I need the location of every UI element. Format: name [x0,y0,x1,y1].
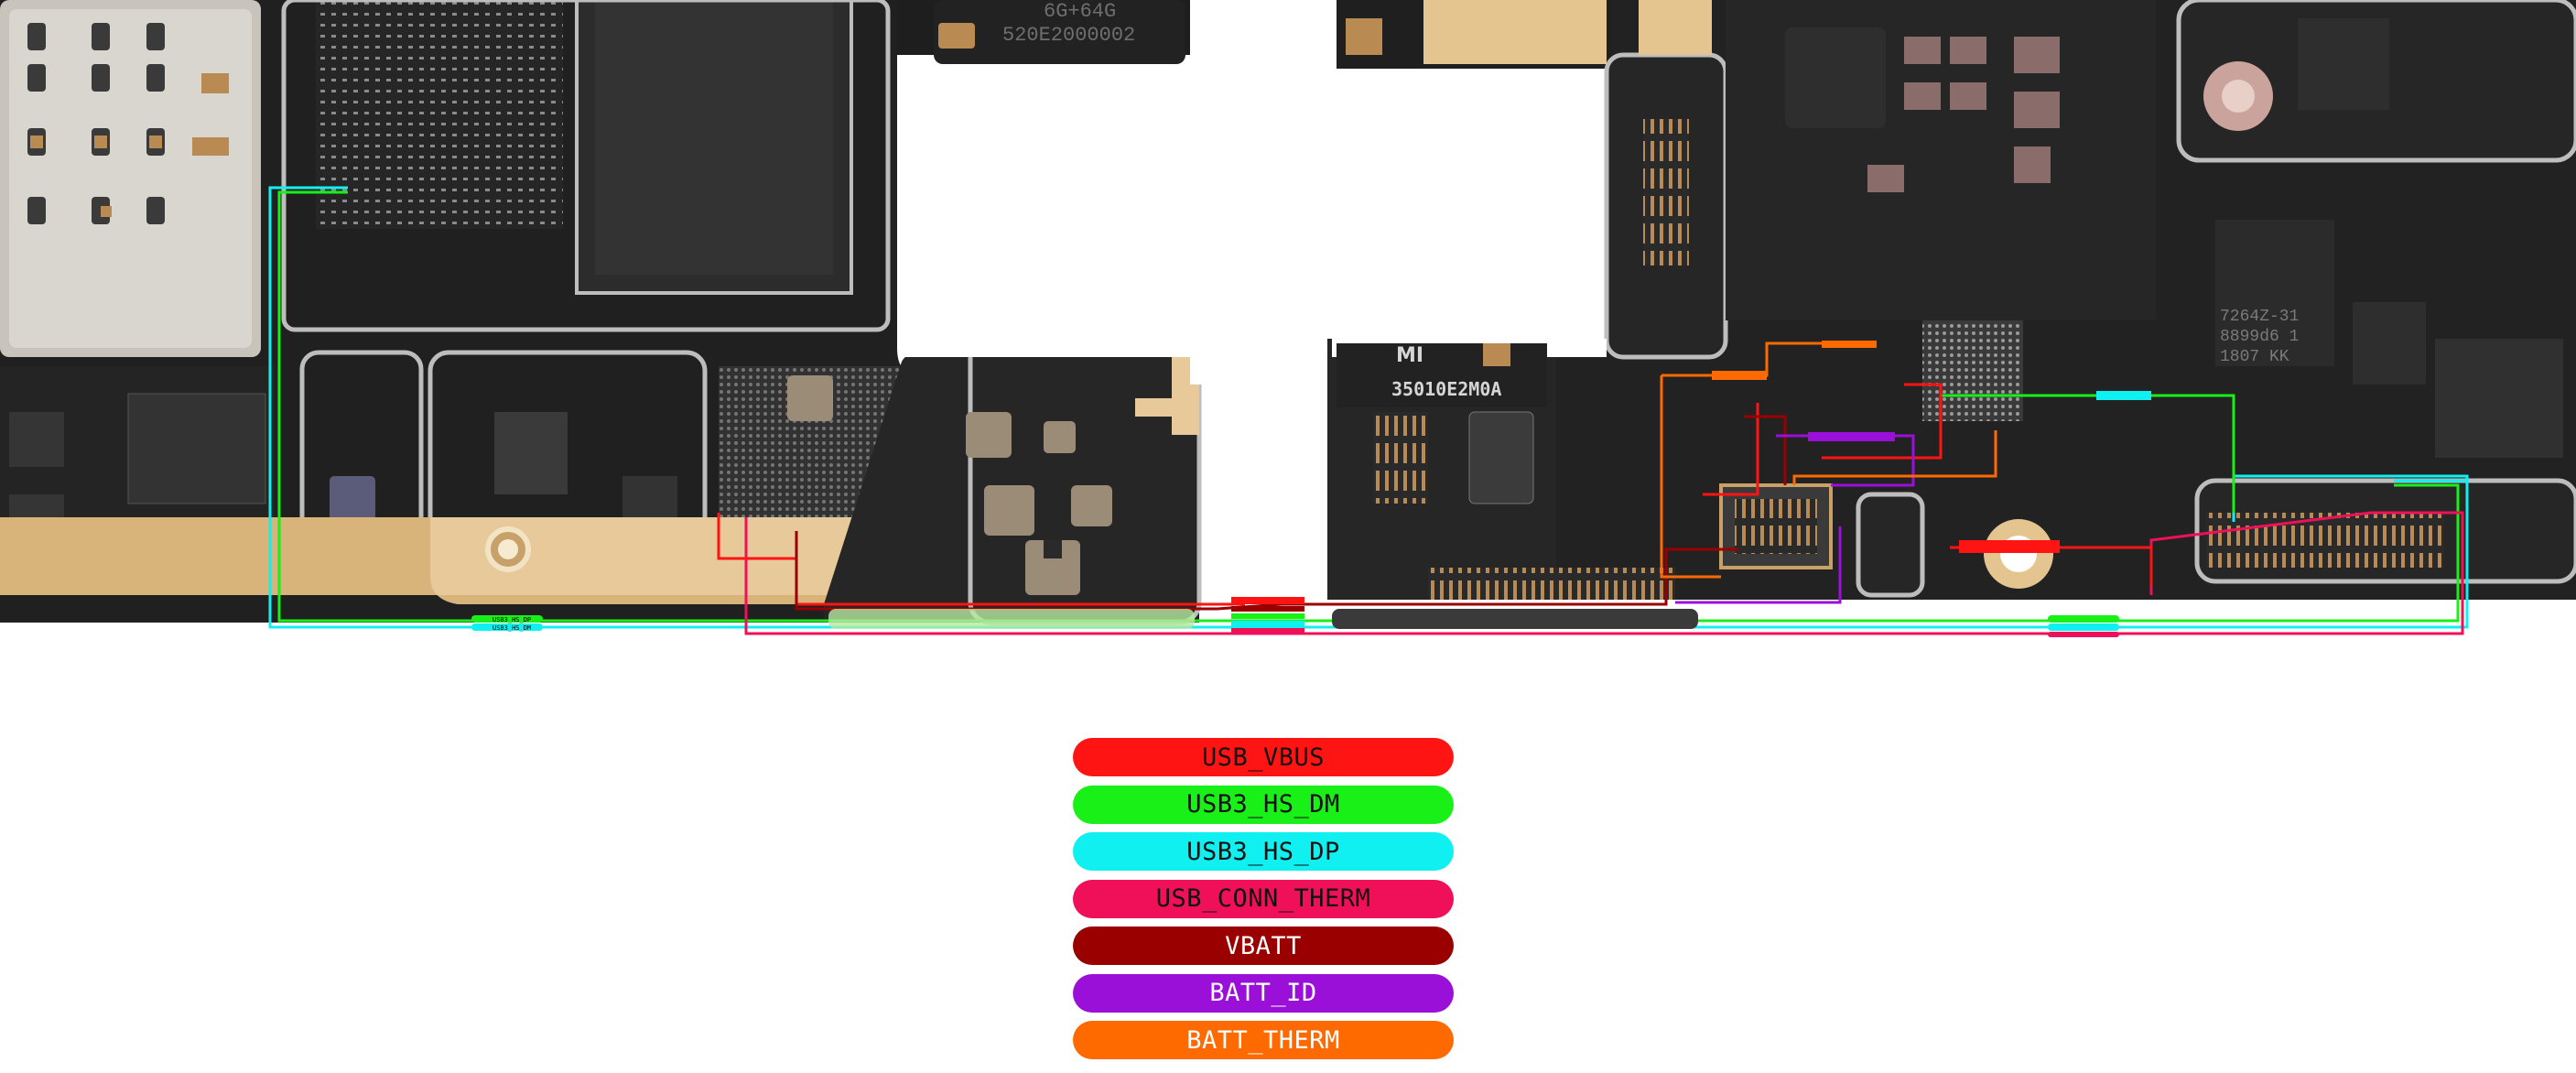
legend-item-vbatt: VBATT [1073,927,1454,965]
chip-marking-2: 8899d6 1 [2220,328,2299,346]
legend-item-usb-vbus: USB_VBUS [1073,738,1454,776]
chip-marking-1: 7264Z-31 [2220,308,2299,326]
net-legend: USB_VBUS USB3_HS_DM USB3_HS_DP USB_CONN_THE… [1073,738,1454,1068]
legend-item-usb3-hs-dm: USB3_HS_DM [1073,785,1454,824]
legend-item-batt-therm: BATT_THERM [1073,1021,1454,1059]
brand-silk: MI [1396,344,1423,367]
legend-item-usb-conn-therm: USB_CONN_THERM [1073,879,1454,918]
inline-net-labels: USB3_HS_DP USB3_HS_DM [471,615,2119,637]
label-hs-dp-left: USB3_HS_DP [492,616,531,623]
pcb-cutout [902,0,1611,385]
pcb-right-half: 7264Z-31 8899d6 1 1807 KK MI 35010E2M0A [1327,0,2576,627]
legend-item-usb3-hs-dp: USB3_HS_DP [1073,832,1454,871]
silk-capacity: 6G+64G [1044,0,1116,23]
pcb-board-diagram: 6G+64G 520E2000002 7264Z-31 8899d6 1 180… [0,0,2576,637]
label-hs-dm-left: USB3_HS_DM [492,624,531,632]
highlighted-pads [828,341,2151,634]
legend-item-batt-id: BATT_ID [1073,973,1454,1013]
chip-marking-3: 1807 KK [2220,348,2289,366]
pcb-top-tab: 6G+64G 520E2000002 [934,0,1185,64]
model-silk: 35010E2M0A [1391,378,1501,400]
silk-code: 520E2000002 [1002,24,1135,47]
pcb-left-half [0,0,1202,625]
